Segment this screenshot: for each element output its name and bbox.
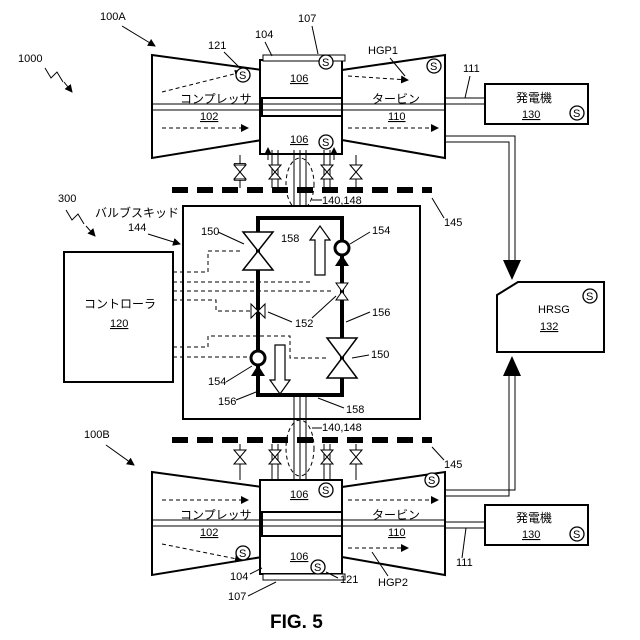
controller-num: 120 [110,318,128,330]
top-combustor-num-upper: 106 [290,73,308,85]
bottom-combustor-num-upper: 106 [290,489,308,501]
bottom-gas-turbine: コンプレッサ 102 タービン 110 106 106 S S S S 104 … [152,472,485,603]
figure-caption: FIG. 5 [270,612,323,633]
svg-text:156: 156 [218,396,236,408]
top-generator: 発電機 130 S [485,84,588,124]
hrsg-num: 132 [540,321,558,333]
ref-top-shaft: 111 [463,63,480,75]
controller-label: コントローラ [84,297,156,311]
svg-text:S: S [314,562,321,574]
top-extraction-valves [234,150,356,188]
ref-top-barrier: 145 [444,217,462,229]
svg-text:S: S [586,291,593,303]
ref-bottom-turbine: 100B [84,429,110,441]
bottom-compressor-num: 102 [200,527,218,539]
ref-hgp1: HGP1 [368,45,398,57]
ref-skid-system: 300 [58,193,76,205]
svg-text:154: 154 [208,376,226,388]
bottom-generator-num: 130 [522,529,540,541]
bottom-generator-label: 発電機 [516,510,552,525]
top-exhaust-arrow [503,260,521,280]
svg-text:S: S [322,57,329,69]
bottom-turbine [342,472,445,575]
ref-bottom-casing: 104 [230,571,248,583]
svg-text:S: S [573,529,580,541]
ref-skid-port-bottom: 158 [346,404,364,416]
svg-text:150: 150 [371,349,389,361]
top-valve-symbols [234,165,362,179]
skid-check-valve-upper [335,241,349,255]
svg-text:S: S [239,70,246,82]
bottom-exhaust-arrow [503,356,521,376]
ref-iso-valve: 152 [295,318,313,330]
bottom-extraction-valves [234,444,362,484]
top-generator-label: 発電機 [516,90,552,105]
top-gas-turbine: コンプレッサ 102 タービン 110 106 106 S S S S 121 [152,13,485,158]
bottom-combustor-num-lower: 106 [290,551,308,563]
ref-top-casing: 104 [255,29,273,41]
svg-text:S: S [322,485,329,497]
ref-top-turbine-arrow [122,26,155,46]
svg-text:154: 154 [372,225,390,237]
ref-bottom-outer: 107 [228,591,246,603]
top-turbine-num: 110 [388,111,406,123]
svg-text:S: S [428,475,435,487]
svg-text:S: S [573,108,580,120]
svg-text:S: S [430,61,437,73]
controller [64,252,173,382]
top-combustor-num-lower: 106 [290,134,308,146]
skid-check-valve-lower [251,351,265,365]
bottom-turbine-num: 110 [388,527,406,539]
top-generator-num: 130 [522,109,540,121]
valve-skid-label: バルブスキッド [95,205,179,220]
ref-bottom-sensor: 121 [340,574,358,586]
top-compressor-num: 102 [200,111,218,123]
ref-top-sensor: 121 [208,40,226,52]
svg-text:S: S [322,137,329,149]
ref-skid-port-top: 158 [281,233,299,245]
bottom-generator: 発電機 130 S [485,505,588,545]
ref-bottom-barrier: 145 [444,459,462,471]
ref-top-outer: 107 [298,13,316,25]
ref-top-turbine: 100A [100,11,126,23]
ref-valve-skid: 144 [128,222,146,234]
hrsg-label: HRSG [538,304,570,316]
ref-system-squiggle [45,68,63,82]
ref-system-arrow [64,82,72,92]
ref-system: 1000 [18,53,42,65]
ref-bottom-shaft: 111 [456,557,473,569]
ref-hgp2: HGP2 [378,577,408,589]
svg-text:156: 156 [372,307,390,319]
svg-text:150: 150 [201,226,219,238]
svg-text:S: S [239,548,246,560]
ref-bottom-line: 140,148 [322,422,362,434]
